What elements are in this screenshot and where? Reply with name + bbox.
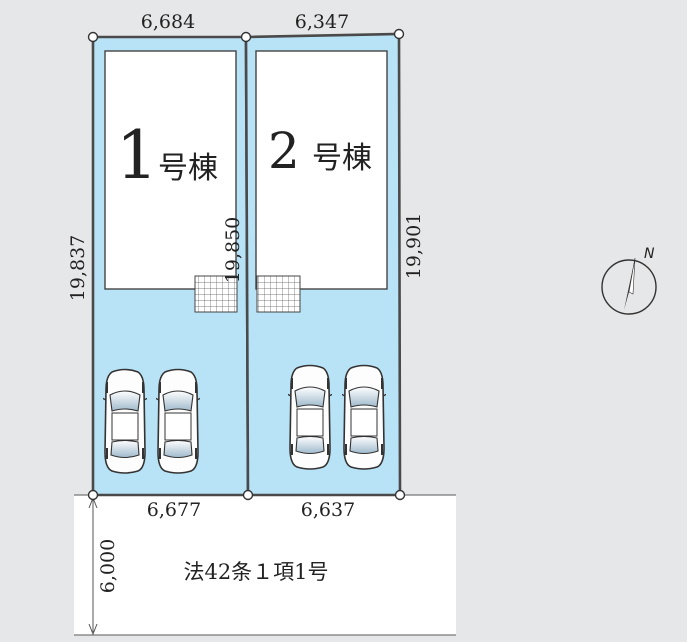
- lot-2-bottom-width: 6,637: [301, 499, 355, 521]
- car-icon: [156, 368, 200, 474]
- building-2-suffix: 号棟: [312, 141, 372, 176]
- corner-markers: [87, 28, 406, 501]
- building-2-footprint: [255, 50, 388, 290]
- lot-1-left-depth: 19,837: [67, 235, 89, 301]
- entrance-grid-1: [194, 275, 238, 313]
- car-icon: [103, 368, 147, 474]
- building-2-number: 2: [268, 122, 300, 180]
- north-label: N: [644, 246, 655, 262]
- lot-1-bottom-width: 6,677: [147, 499, 201, 521]
- building-1-number: 1: [116, 117, 158, 194]
- lot-2-right-depth: 19,901: [403, 213, 425, 279]
- road-classification: 法42条１項1号: [183, 560, 328, 584]
- north-compass-icon: N: [601, 246, 657, 315]
- lot-1-top-width: 6,684: [141, 11, 195, 33]
- car-icon: [342, 364, 386, 470]
- road-width-value: 6,000: [97, 539, 119, 593]
- entrance-grid-2: [256, 275, 301, 313]
- lot-2-top-width: 6,347: [295, 11, 349, 33]
- road-width-arrow: [88, 623, 98, 636]
- building-1-footprint: [104, 50, 237, 290]
- car-icon: [288, 364, 332, 470]
- road-area: [74, 495, 456, 635]
- building-1-suffix: 号棟: [158, 151, 218, 186]
- shared-boundary-depth: 19,850: [222, 217, 244, 283]
